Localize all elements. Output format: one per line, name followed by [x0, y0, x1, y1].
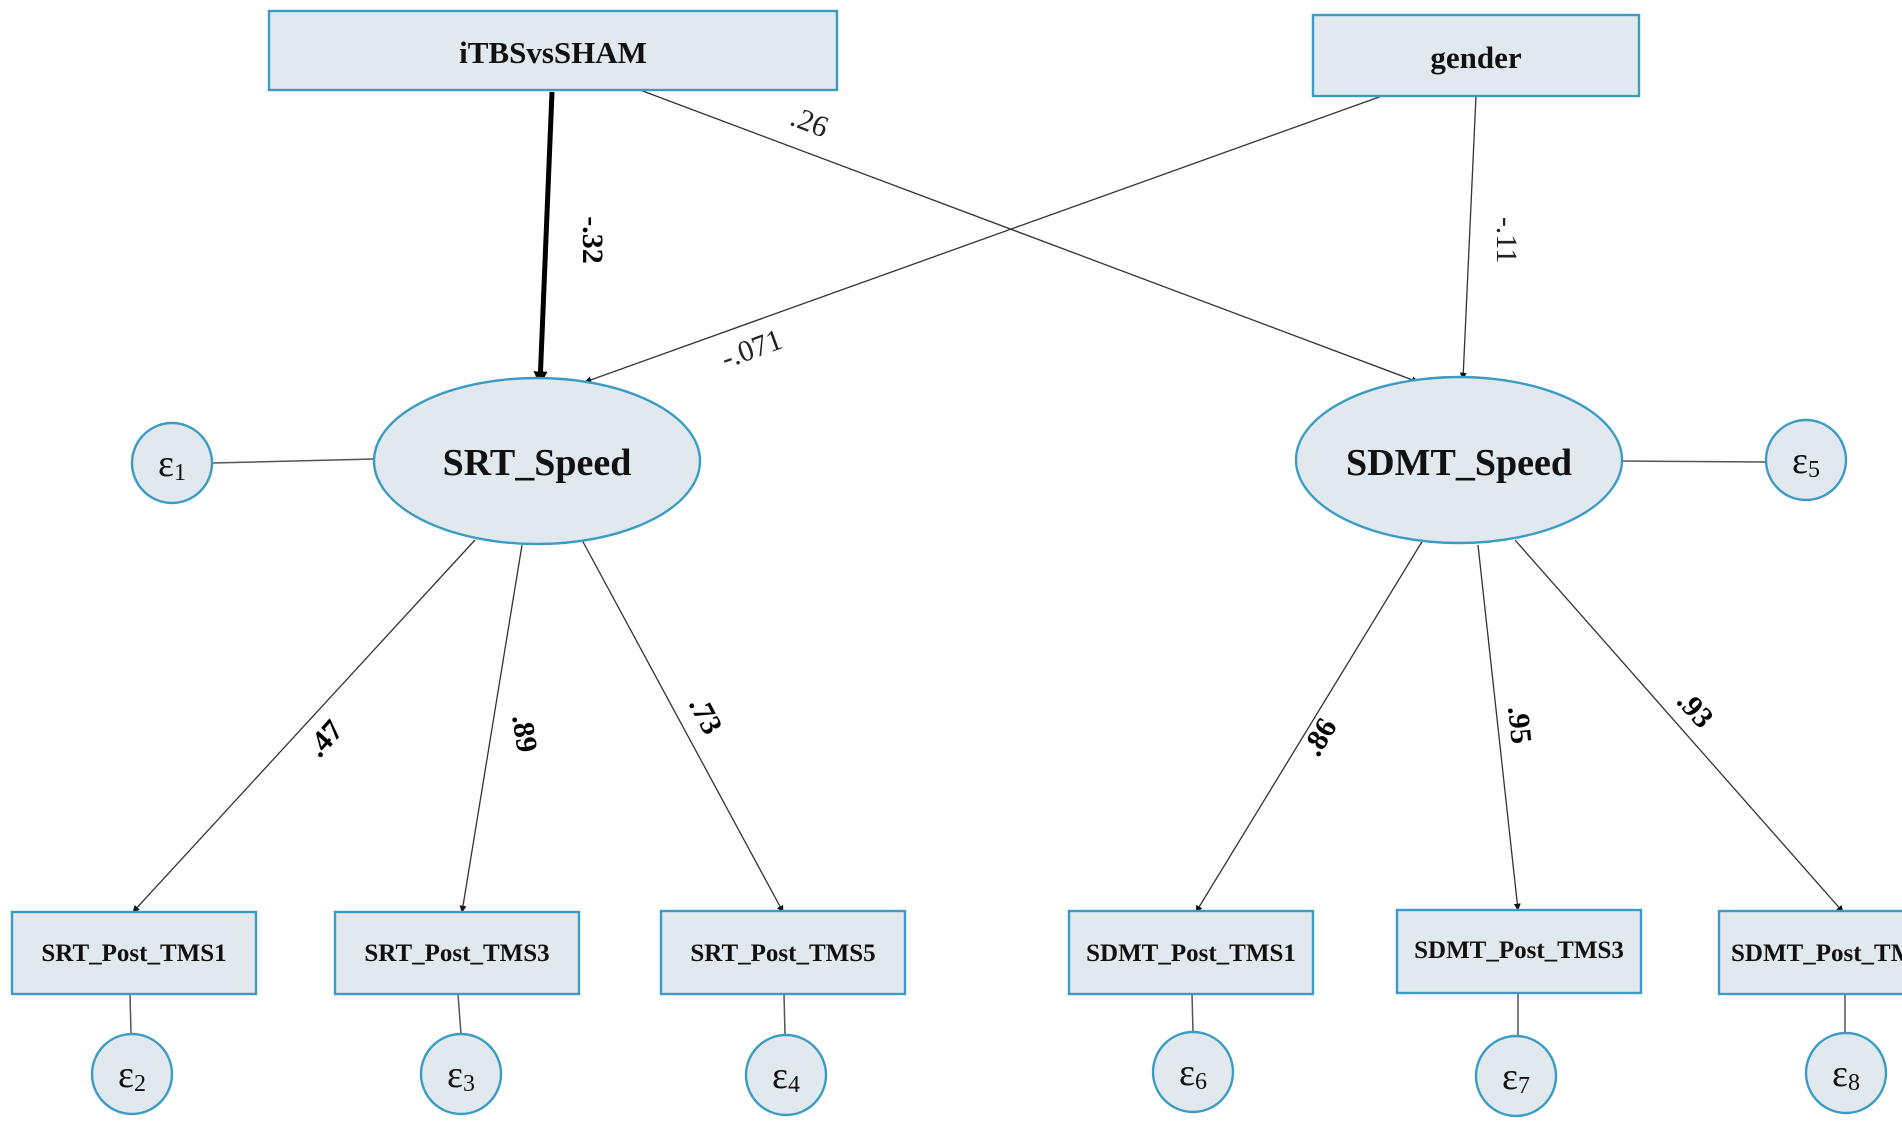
latent-sdmt-speed: SDMT_Speed	[1294, 375, 1624, 545]
latent-label: SDMT_Speed	[1346, 442, 1572, 484]
error-label: ε4	[772, 1055, 800, 1098]
coef-sdmt-tms1: .86	[1296, 713, 1344, 762]
loading-sdmt-to-tms1	[1195, 539, 1424, 913]
path-gender-to-sdmt-speed	[1459, 95, 1477, 380]
error-label: ε8	[1832, 1053, 1860, 1096]
error-label: ε3	[447, 1054, 475, 1097]
path-itbs-to-sdmt-speed	[639, 89, 1419, 384]
error-line-e3	[457, 993, 462, 1035]
indicator-srt-post-tms3: SRT_Post_TMS3	[333, 910, 581, 996]
indicator-sdmt-post-tms5: SDMT_Post_TMS5	[1717, 909, 1902, 996]
error-label: ε5	[1792, 440, 1820, 483]
node-gender: gender	[1311, 13, 1641, 98]
coef-itbs-sdmt: .26	[786, 100, 833, 144]
error-e3: ε3	[419, 1032, 503, 1116]
indicator-srt-post-tms5: SRT_Post_TMS5	[659, 909, 907, 996]
coef-itbs-srt: -.32	[576, 216, 609, 264]
coef-srt-tms3: .89	[505, 712, 543, 754]
indicator-label: SRT_Post_TMS5	[690, 940, 875, 967]
error-e2: ε2	[90, 1032, 174, 1116]
error-e7: ε7	[1474, 1034, 1558, 1118]
indicator-srt-post-tms1: SRT_Post_TMS1	[10, 910, 258, 996]
loading-srt-to-tms3	[459, 544, 523, 913]
coef-srt-tms5: .73	[682, 691, 729, 740]
loading-sdmt-to-tms5	[1514, 539, 1844, 913]
node-itbsvssham: iTBSvsSHAM	[267, 9, 839, 92]
error-line-e4	[783, 993, 786, 1036]
error-line-e5	[1621, 460, 1768, 463]
error-e4: ε4	[744, 1033, 828, 1117]
error-line-e6	[1191, 993, 1194, 1033]
path-itbs-to-srt-speed	[533, 91, 555, 386]
coef-sdmt-tms3: .95	[1501, 705, 1538, 746]
coef-sdmt-tms5: .93	[1670, 685, 1720, 735]
error-e5: ε5	[1764, 418, 1848, 502]
coef-gender-sdmt: -.11	[1490, 217, 1523, 263]
indicator-label: SRT_Post_TMS3	[364, 940, 549, 967]
indicator-label: SDMT_Post_TMS5	[1731, 940, 1902, 967]
indicator-label: SDMT_Post_TMS1	[1086, 940, 1296, 967]
error-label: ε6	[1179, 1052, 1207, 1095]
node-label: gender	[1430, 40, 1522, 75]
error-line-e1	[211, 458, 375, 464]
latent-label: SRT_Speed	[443, 442, 632, 484]
loading-srt-to-tms5	[581, 539, 784, 913]
indicator-label: SDMT_Post_TMS3	[1414, 937, 1624, 964]
loading-srt-to-tms1	[132, 539, 476, 913]
error-line-e2	[129, 993, 132, 1035]
error-label: ε1	[158, 443, 186, 486]
latent-srt-speed: SRT_Speed	[372, 376, 702, 546]
indicator-label: SRT_Post_TMS1	[41, 940, 226, 967]
path-gender-to-srt-speed	[584, 95, 1383, 384]
indicator-sdmt-post-tms1: SDMT_Post_TMS1	[1067, 909, 1315, 996]
loading-sdmt-to-tms3	[1477, 544, 1521, 911]
node-label: iTBSvsSHAM	[459, 35, 647, 70]
error-label: ε7	[1502, 1056, 1530, 1099]
error-e1: ε1	[130, 421, 214, 505]
error-e8: ε8	[1804, 1031, 1888, 1115]
error-label: ε2	[118, 1054, 146, 1097]
error-e6: ε6	[1151, 1030, 1235, 1114]
indicator-sdmt-post-tms3: SDMT_Post_TMS3	[1395, 908, 1643, 995]
